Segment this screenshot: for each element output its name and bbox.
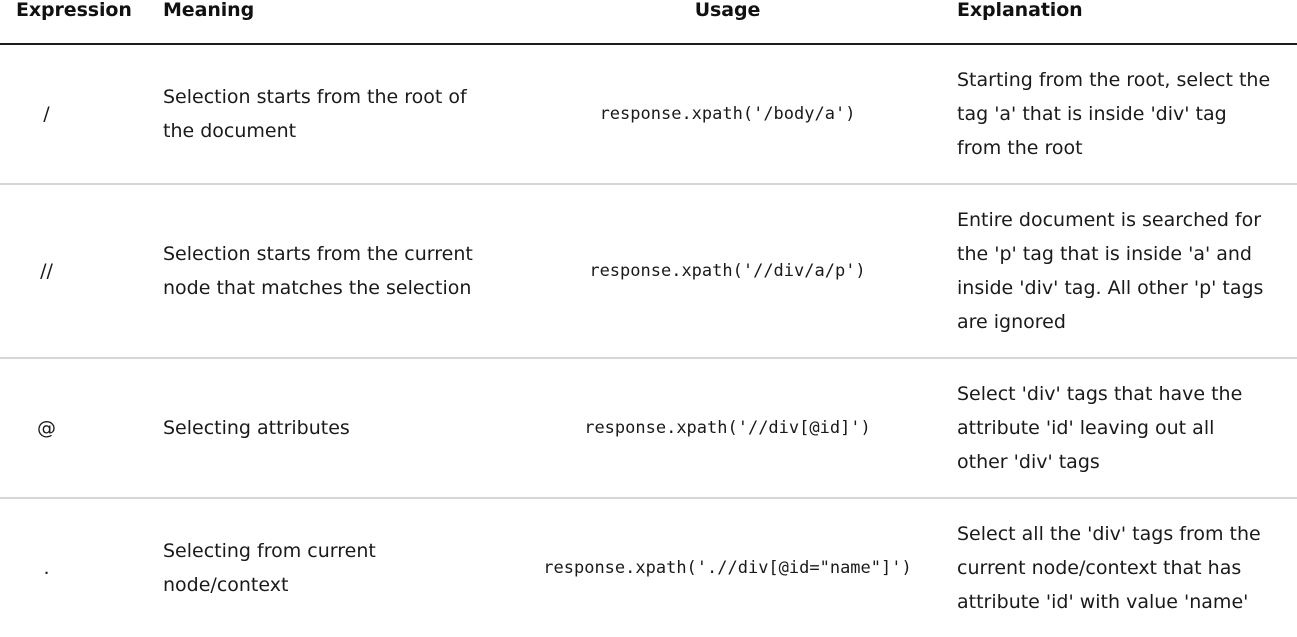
cell-usage: response.xpath('//div[@id]') <box>584 417 871 438</box>
cell-explanation: Entire document is searched for the 'p' … <box>957 208 1264 333</box>
cell-usage: response.xpath('//div/a/p') <box>589 260 866 281</box>
cell-explanation: Starting from the root, select the tag '… <box>957 68 1271 159</box>
cell-expression: . <box>43 556 50 579</box>
column-header-usage: Usage <box>520 0 935 45</box>
column-header-expression: Expression <box>0 0 148 45</box>
table-row: / Selection starts from the root of the … <box>0 44 1297 184</box>
cell-meaning: Selection starts from the root of the do… <box>163 85 467 142</box>
cell-expression: @ <box>37 416 56 439</box>
table-row: // Selection starts from the current nod… <box>0 184 1297 358</box>
cell-usage: response.xpath('/body/a') <box>599 103 856 124</box>
cell-expression: / <box>43 102 50 125</box>
cell-meaning: Selecting attributes <box>163 416 350 439</box>
cell-meaning: Selection starts from the current node t… <box>163 242 473 299</box>
column-header-explanation: Explanation <box>935 0 1297 45</box>
cell-usage: response.xpath('.//div[@id="name"]') <box>543 557 912 578</box>
table-body: / Selection starts from the root of the … <box>0 44 1297 637</box>
cell-expression: // <box>40 259 53 282</box>
table-row: @ Selecting attributes response.xpath('/… <box>0 358 1297 498</box>
table-header: Expression Meaning Usage Explanation <box>0 0 1297 45</box>
table-header-row: Expression Meaning Usage Explanation <box>0 0 1297 45</box>
column-header-meaning: Meaning <box>148 0 520 45</box>
table-row: . Selecting from current node/context re… <box>0 498 1297 637</box>
cell-meaning: Selecting from current node/context <box>163 539 376 596</box>
cell-explanation: Select 'div' tags that have the attribut… <box>957 382 1243 473</box>
cell-explanation: Select all the 'div' tags from the curre… <box>957 522 1261 613</box>
